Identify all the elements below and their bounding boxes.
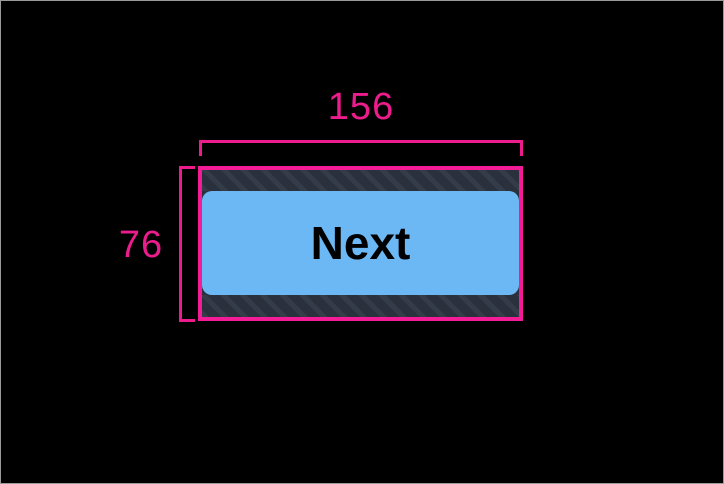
padding-hatch-band-bottom: [202, 295, 519, 317]
height-dimension-label: 76: [118, 224, 164, 266]
next-button-label: Next: [310, 217, 411, 269]
height-measurement-bracket: [179, 166, 195, 322]
next-button[interactable]: Next: [202, 191, 519, 295]
width-measurement-bracket: [199, 140, 523, 156]
element-bounding-box-highlight[interactable]: Next: [198, 166, 523, 321]
width-dimension-label: 156: [327, 86, 395, 128]
padding-hatch-band-top: [202, 170, 519, 191]
